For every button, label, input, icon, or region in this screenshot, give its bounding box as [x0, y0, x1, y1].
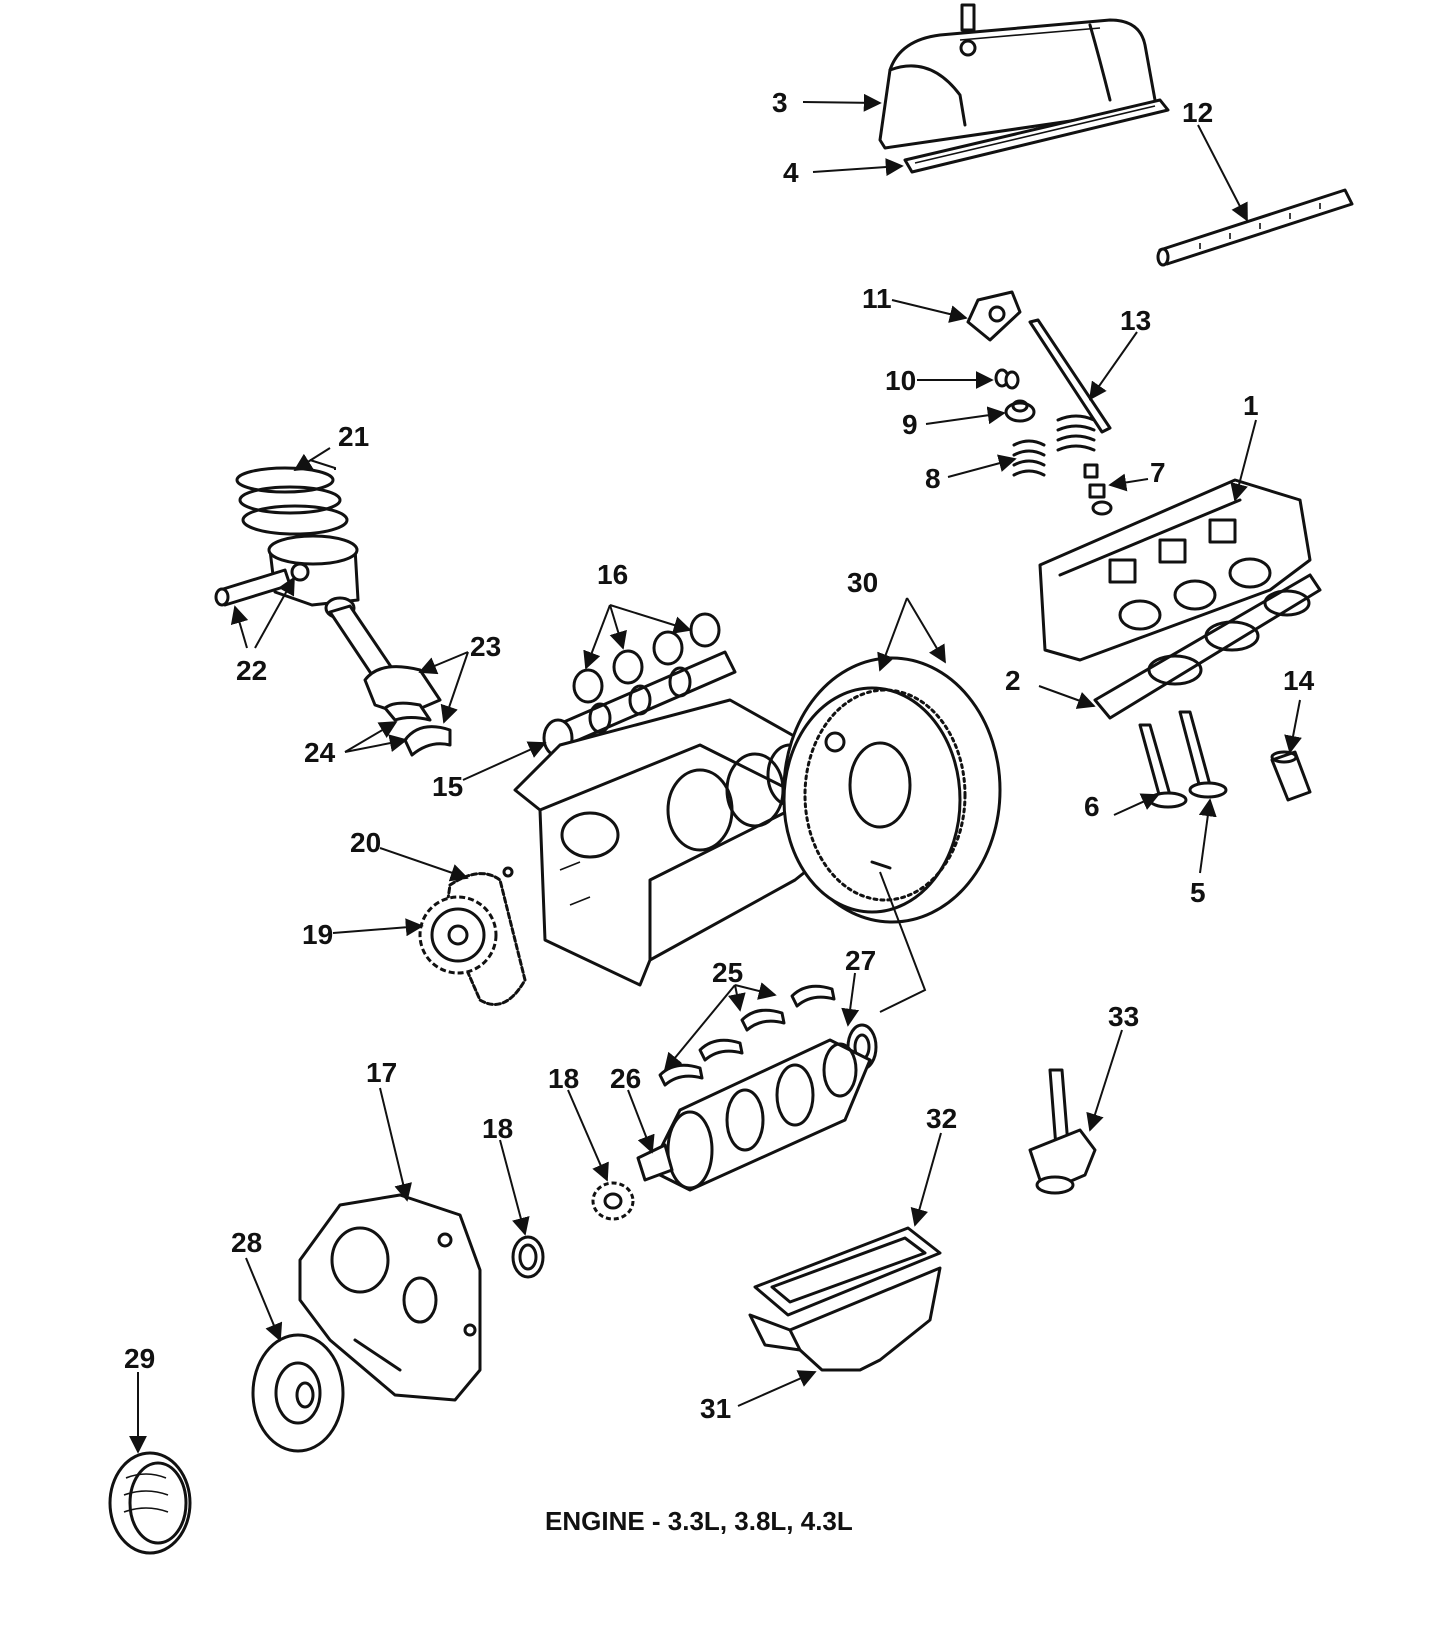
callout-3: 3	[772, 87, 788, 118]
timing-cover	[298, 1193, 482, 1402]
callout-25: 25	[712, 957, 743, 988]
engine-block	[513, 698, 822, 987]
callout-9: 9	[902, 409, 918, 440]
callout-17: 18	[482, 1113, 513, 1144]
rocker-arm	[966, 290, 1022, 342]
callout-7: 7	[1150, 457, 1166, 488]
harmonic-balancer	[251, 1333, 345, 1453]
callout-labels: 3 4 12 11 13 10 9 8 7 1 2 14 6 5 30 21 1…	[124, 87, 1315, 1424]
valve-cover	[878, 3, 1162, 150]
connecting-rod	[324, 596, 442, 717]
timing-chain	[443, 866, 527, 1006]
push-rod	[1028, 318, 1112, 434]
callout-2: 2	[1005, 665, 1021, 696]
rocker-shaft	[1156, 188, 1354, 267]
crank-pulley	[108, 1451, 192, 1555]
callout-31: 31	[700, 1393, 731, 1424]
oil-pan-gasket	[753, 1226, 942, 1317]
valve-keepers	[994, 368, 1020, 390]
intake-valve	[1138, 723, 1188, 809]
front-seal	[511, 1235, 545, 1279]
callout-6: 6	[1084, 791, 1100, 822]
cylinder-head	[1038, 478, 1312, 662]
callout-19-cam: 19	[302, 919, 333, 950]
leader-lines	[129, 93, 1302, 1454]
cam-sprocket	[418, 895, 498, 975]
callout-18: 17	[366, 1057, 397, 1088]
piston-rings	[235, 466, 349, 536]
callout-19-crank: 18	[548, 1063, 579, 1094]
callout-33: 33	[1108, 1001, 1139, 1032]
callout-13: 13	[1120, 305, 1151, 336]
callout-11: 11	[862, 283, 892, 314]
callout-8: 8	[925, 463, 941, 494]
callout-30: 30	[847, 567, 878, 598]
valve-lifter	[1270, 750, 1312, 802]
callout-1: 1	[1243, 390, 1259, 421]
crank-sprocket	[591, 1181, 635, 1221]
head-gasket	[1093, 573, 1322, 720]
rod-bearings	[383, 701, 452, 757]
callout-16: 16	[597, 559, 628, 590]
valve-cover-gasket	[903, 98, 1170, 174]
callout-24: 24	[304, 737, 336, 768]
callout-20: 20	[350, 827, 381, 858]
piston-pin	[214, 568, 292, 607]
valve-springs	[1012, 414, 1096, 477]
callout-10: 10	[885, 365, 916, 396]
diagram-caption: ENGINE - 3.3L, 3.8L, 4.3L	[545, 1506, 853, 1536]
oil-pan	[748, 1266, 942, 1372]
callout-12: 12	[1182, 97, 1213, 128]
callout-5: 5	[1190, 877, 1206, 908]
callout-29: 29	[124, 1343, 155, 1374]
callout-23: 23	[470, 631, 501, 662]
exhaust-valve	[1178, 710, 1228, 799]
callout-21: 21	[338, 421, 369, 452]
callout-4: 4	[783, 157, 799, 188]
cam-bearings	[572, 612, 721, 704]
callout-15: 15	[432, 771, 463, 802]
callout-28: 28	[231, 1227, 262, 1258]
oil-pump-pickup	[1028, 1068, 1097, 1195]
callout-22: 22	[236, 655, 267, 686]
callout-27: 27	[845, 945, 876, 976]
valve-seals	[1083, 463, 1113, 516]
crankshaft	[636, 1038, 872, 1192]
flywheel	[782, 656, 1002, 924]
callout-32: 32	[926, 1103, 957, 1134]
callout-26: 26	[610, 1063, 641, 1094]
spring-retainer	[1004, 399, 1036, 423]
callout-14: 14	[1283, 665, 1315, 696]
